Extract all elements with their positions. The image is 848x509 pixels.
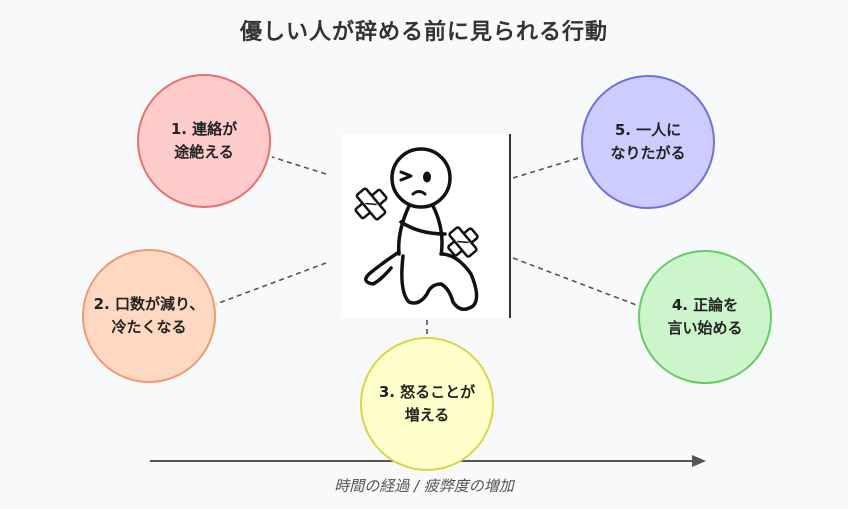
behavior-label-3: 3. 怒ることが 増える [378, 383, 476, 424]
behavior-circle-1: 1. 連絡が 途絶える [137, 74, 271, 208]
time-axis-label: 時間の経過 / 疲弊度の増加 [334, 477, 514, 495]
connector-4 [512, 257, 640, 307]
behavior-label-1: 1. 連絡が 途絶える [170, 120, 238, 161]
connector-2 [215, 262, 327, 305]
connector-5 [512, 156, 583, 179]
center-figure-box [341, 134, 511, 318]
behavior-label-5: 5. 一人に なりたがる [610, 121, 686, 162]
behavior-label-4: 4. 正論を 言い始める [667, 296, 743, 337]
behavior-circle-3: 3. 怒ることが 増える [360, 337, 494, 471]
behavior-label-2: 2. 口数が減り、 冷たくなる [93, 295, 205, 336]
sad-injured-person-icon [354, 134, 511, 318]
behavior-circle-4: 4. 正論を 言い始める [638, 250, 772, 384]
behavior-circle-5: 5. 一人に なりたがる [581, 75, 715, 209]
connector-1 [271, 156, 327, 175]
time-axis-arrowhead [692, 455, 706, 467]
diagram-title: 優しい人が辞める前に見られる行動 [239, 20, 608, 45]
behavior-circle-2: 2. 口数が減り、 冷たくなる [82, 249, 216, 383]
